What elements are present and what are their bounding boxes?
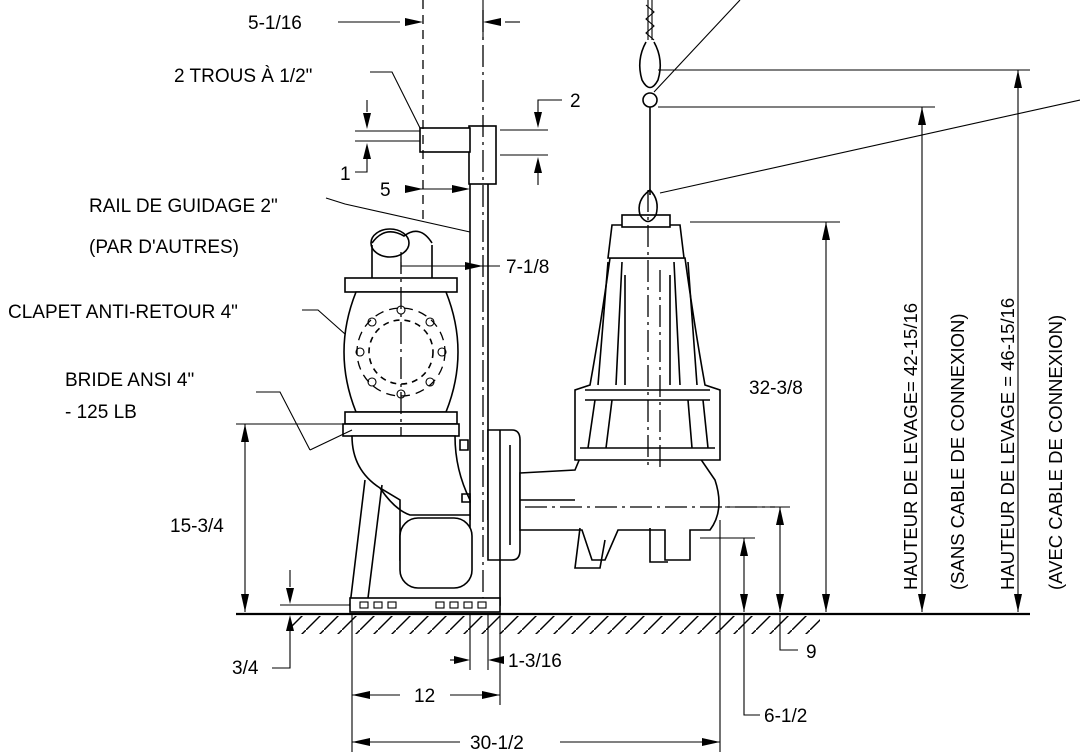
- lift-height-without-cable-note: (SANS CABLE DE CONNEXION): [947, 313, 968, 590]
- guide-rail: [419, 10, 497, 612]
- lift-height-with-cable-note: (AVEC CABLE DE CONNEXION): [1045, 315, 1066, 590]
- submersible-pump: [519, 190, 775, 569]
- dim-5-1-16-label: 5-1/16: [248, 13, 302, 34]
- dim-32-3-8-label: 32-3/8: [749, 378, 803, 399]
- dim-7-1-8-label: 7-1/8: [506, 257, 549, 278]
- lifting-chain: [638, 0, 662, 223]
- pump-guide-bracket: [487, 429, 521, 561]
- check-valve: [342, 228, 460, 440]
- dim-30-1-2-label: 30-1/2: [470, 733, 524, 753]
- flange-label: BRIDE ANSI 4": [65, 370, 194, 391]
- holes-label: 2 TROUS À 1/2": [174, 66, 312, 87]
- base-slots: [359, 601, 487, 609]
- dim-1-3-16-label: 1-3/16: [508, 651, 562, 672]
- dimension-lines: [236, 18, 1030, 752]
- lift-height-without-cable: HAUTEUR DE LEVAGE= 42-15/16: [900, 303, 921, 590]
- dim-3-4-label: 3/4: [232, 658, 259, 679]
- bolt-circle: [355, 305, 447, 399]
- check-valve-label: CLAPET ANTI-RETOUR 4": [8, 302, 238, 323]
- dim-2-label: 2: [570, 91, 581, 112]
- dim-1-label: 1: [340, 164, 351, 185]
- ground-line: [236, 612, 1030, 634]
- flange-rating-label: - 125 LB: [65, 402, 137, 423]
- dim-12-label: 12: [414, 686, 435, 707]
- dim-15-3-4-label: 15-3/4: [170, 516, 224, 537]
- guide-rail-note: (PAR D'AUTRES): [89, 237, 239, 258]
- dim-5-label: 5: [380, 180, 391, 201]
- guide-rail-label: RAIL DE GUIDAGE 2": [89, 196, 278, 217]
- discharge-elbow: [349, 435, 501, 613]
- dim-9-label: 9: [806, 642, 817, 663]
- leader-lines: [256, 0, 1080, 451]
- labels: 5-1/16 2 TROUS À 1/2" 2 1 5 RAIL DE GUID…: [8, 13, 1066, 753]
- dim-6-1-2-label: 6-1/2: [764, 706, 807, 727]
- lift-height-with-cable: HAUTEUR DE LEVAGE = 46-15/16: [997, 298, 1018, 590]
